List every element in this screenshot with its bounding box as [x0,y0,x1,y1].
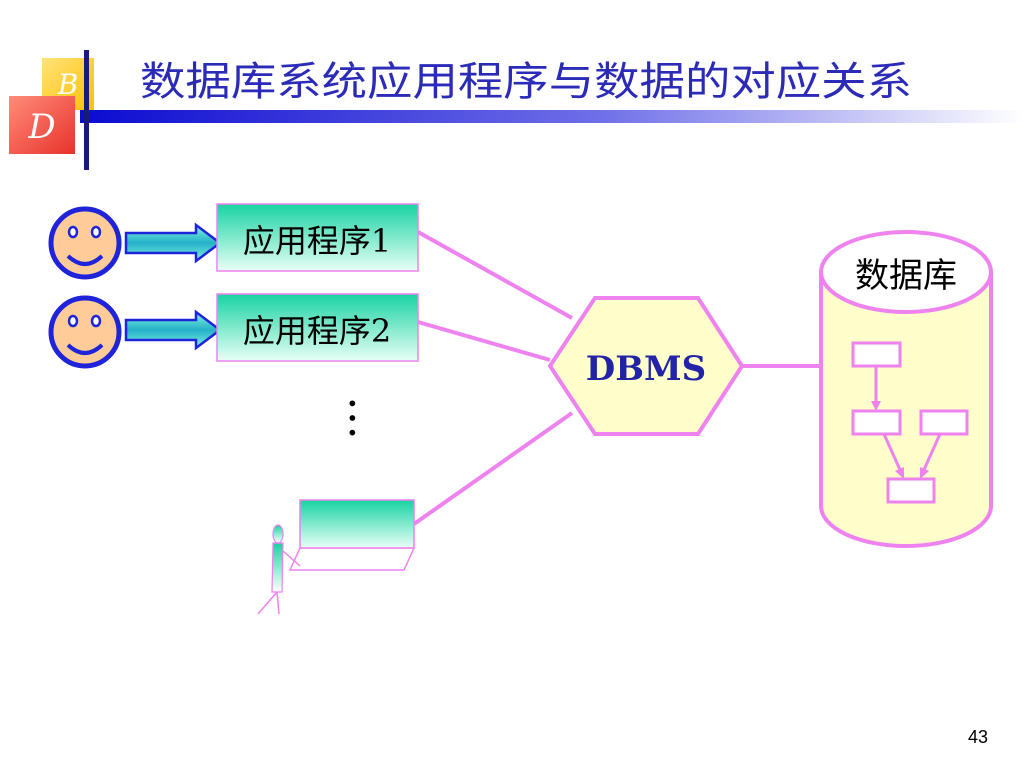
smiley-eye-right [90,314,102,328]
person-body [271,542,284,593]
smiley-face [48,206,122,280]
logo-letter-b: B [57,68,79,101]
schema-box-bottom [886,477,936,504]
user-smiley-2 [48,295,122,369]
arrow-right-icon [124,222,223,264]
schema-box-middle-right [919,409,969,436]
arrow-down-icon [871,401,881,411]
header-gradient-bar [80,110,1024,123]
arrow-down-icon [920,467,929,479]
logo-red-square [9,96,75,154]
smiley-eye-left [67,314,79,328]
smiley-face [48,295,122,369]
database-cylinder-top [819,230,993,314]
dbms-node: DBMS [547,296,745,436]
user-arrow-1 [124,222,223,264]
user-smiley-1 [48,206,122,280]
connector-app2-dbms [417,320,551,362]
smiley-mouth [66,343,104,355]
database-node: 数据库 [819,230,993,548]
dbms-hexagon [547,296,745,436]
app-box-3 [288,499,416,571]
person-head [272,524,284,544]
person-leg-left [257,591,278,615]
dbms-label: DBMS [586,349,706,389]
logo-letter-d: D [27,107,55,147]
user-arrow-2 [124,309,223,351]
smiley-eye-left [67,225,79,239]
schema-box-top [851,341,902,368]
arrow-down-icon [895,467,904,479]
person-arm [282,550,301,567]
schema-link-2 [882,433,903,473]
app-box-background [216,293,419,362]
app-label: 应用程序2 [243,312,391,350]
database-label: 数据库 [855,256,957,296]
schema-link-3 [921,433,942,473]
smiley-mouth [66,254,104,266]
person-figure [257,524,301,615]
connector-app1-dbms [417,230,573,320]
schema-box-middle-left [851,409,902,436]
connectors [412,230,820,526]
connector-app3-dbms [412,411,574,526]
app-box-2: 应用程序2 [216,293,419,362]
database-cylinder-body [819,272,993,548]
database-schema [851,341,969,504]
header: B D 数据库系统应用程序与数据的对应关系 [9,50,1024,170]
arrow-right-icon [124,309,223,351]
more-apps-ellipsis: … [339,396,390,440]
page-title: 数据库系统应用程序与数据的对应关系 [140,59,912,105]
page-number: 43 [968,727,988,747]
app-box-background [299,499,415,549]
ellipsis-glyph: … [339,396,390,440]
app-box-background [216,203,419,272]
smiley-eye-right [90,225,102,239]
app-box-base [288,547,416,571]
header-vertical-line [84,50,89,170]
person-leg-right [276,591,280,615]
app-label: 应用程序1 [243,222,391,260]
app-box-1: 应用程序1 [216,203,419,272]
